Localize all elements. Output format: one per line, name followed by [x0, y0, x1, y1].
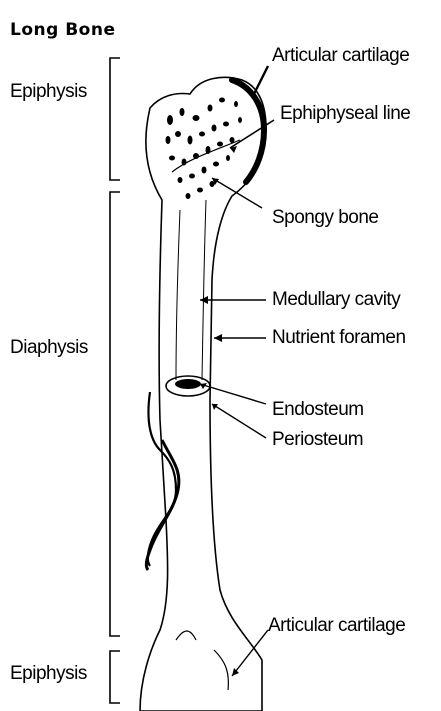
cut-section-inner — [175, 379, 201, 389]
diagram-title: Long Bone — [10, 20, 115, 40]
region-label-diaphysis: Diaphysis — [10, 338, 88, 357]
region-label-epiphysis-bottom: Epiphysis — [10, 664, 87, 683]
bracket-epiphysis-bottom — [110, 651, 120, 703]
leader-articular-cartilage-top — [252, 66, 268, 98]
region-label-epiphysis-top: Epiphysis — [10, 82, 87, 101]
label-epiphyseal-line: Ephiphyseal line — [280, 104, 410, 123]
label-endosteum: Endosteum — [272, 400, 364, 419]
label-periosteum: Periosteum — [272, 430, 363, 449]
bracket-diaphysis — [110, 192, 120, 636]
label-articular-cartilage-bottom: Articular cartilage — [268, 616, 405, 635]
label-spongy-bone: Spongy bone — [272, 208, 379, 227]
leader-periosteum — [212, 404, 266, 438]
label-nutrient-foramen: Nutrient foramen — [272, 328, 406, 347]
label-articular-cartilage-top: Articular cartilage — [272, 46, 409, 65]
bracket-epiphysis-top — [110, 58, 120, 180]
label-medullary-cavity: Medullary cavity — [272, 290, 400, 309]
